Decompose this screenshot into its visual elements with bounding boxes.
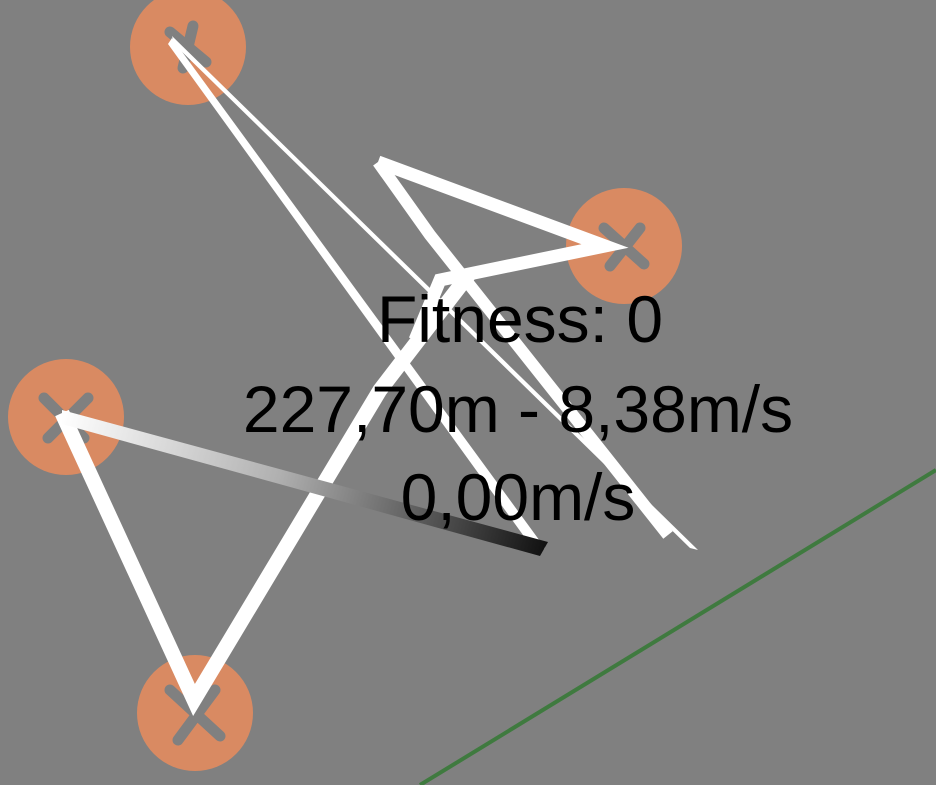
muscle-arrow-shaft [373, 158, 673, 539]
muscle-arrow-head [375, 155, 629, 343]
creature-node-bottom [137, 655, 253, 771]
muscle-left-triangle [55, 268, 476, 717]
fitness-label: Fitness: 0 [377, 282, 663, 356]
creature-muscles [55, 36, 698, 717]
distance-speed-label: 227,70m - 8,38m/s [243, 372, 793, 446]
muscle-left-to-center [62, 410, 548, 556]
current-speed-label: 0,00m/s [401, 460, 636, 534]
muscle-top-to-center [168, 38, 545, 553]
ground-line [418, 468, 936, 785]
